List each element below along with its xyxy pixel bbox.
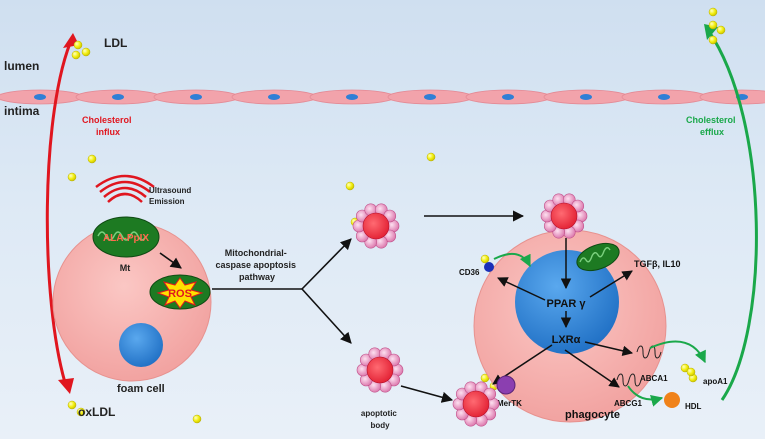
mt-to-ros-arrow	[159, 252, 182, 269]
lipid-particle	[73, 40, 83, 50]
lipid-particle	[686, 367, 696, 377]
influx-arrow-head-bottom	[58, 378, 74, 394]
apoptotic-body-label: apoptotic body	[361, 409, 399, 430]
cholesterol-influx-label: Cholesterol influx	[82, 115, 134, 137]
abca1-transporter	[636, 345, 662, 359]
mertk-receptor	[496, 375, 516, 395]
phagocyte-label: phagocyte	[565, 409, 620, 421]
abca1-efflux-arrow	[649, 340, 706, 364]
abcg1-efflux-arrow	[627, 385, 664, 407]
mt-label: Mt	[120, 263, 131, 273]
intima-label: intima	[4, 104, 40, 118]
endothelial-nucleus	[424, 94, 436, 100]
endothelial-nucleus	[346, 94, 358, 100]
cd36-label: CD36	[459, 268, 480, 277]
lipid-particle	[708, 20, 718, 30]
hdl-particle	[664, 392, 680, 408]
endothelial-nucleus	[268, 94, 280, 100]
endothelial-nucleus	[658, 94, 670, 100]
cd36-receptor	[484, 252, 531, 272]
endothelial-nucleus	[190, 94, 202, 100]
pathway-arrows	[212, 210, 525, 403]
lipid-particle	[67, 400, 77, 410]
signaling-arrows	[492, 238, 634, 388]
lipid-particle	[87, 154, 97, 164]
lxr-label: LXRα	[552, 334, 581, 346]
lipid-particle	[708, 35, 718, 45]
lipid-particle	[680, 363, 690, 373]
cholesterol-efflux-arrow	[706, 29, 758, 401]
hdl-label: HDL	[685, 402, 702, 411]
lipid-particle	[81, 47, 91, 57]
lipid-particle	[67, 172, 77, 182]
apoptotic-core	[462, 390, 490, 418]
lipid-particle	[480, 254, 490, 264]
abcg1-transporter	[616, 373, 642, 387]
apoptotic-core	[550, 202, 578, 230]
lipid-particle	[71, 50, 81, 60]
oxldl-label: oxLDL	[78, 405, 115, 419]
ros-label: ROS	[168, 288, 192, 300]
phagocyte-mitochondria	[576, 242, 620, 272]
pathway-label: Mitochondrial- caspase apoptosis pathway	[215, 248, 298, 282]
foam-cell-label: foam cell	[117, 383, 165, 395]
apoptotic-body	[352, 203, 400, 249]
endothelium-layer	[0, 89, 765, 105]
lipid-particle	[192, 414, 202, 424]
abcg1-label: ABCG1	[614, 399, 643, 408]
endothelial-nucleus	[112, 94, 124, 100]
ultrasound-label: Ultrasound Emission	[149, 186, 193, 206]
endothelial-nucleus	[580, 94, 592, 100]
lipid-particle	[345, 181, 355, 191]
lipid-particle	[76, 407, 86, 417]
lipid-particle	[426, 152, 436, 162]
lumen-label: lumen	[4, 59, 39, 73]
foam-cell-nucleus	[119, 323, 163, 367]
ros-mitochondria: ROS	[149, 274, 211, 310]
apoptotic-body	[540, 193, 588, 239]
lipid-particle	[716, 25, 726, 35]
mitochondria-ala-ppix: ALA-PpIX	[92, 216, 160, 258]
endothelial-cell	[699, 89, 765, 105]
endothelial-nucleus	[34, 94, 46, 100]
apoptotic-body	[356, 347, 404, 393]
apoa1-label: apoA1	[703, 377, 728, 386]
abca1-label: ABCA1	[640, 374, 668, 383]
phagocyte-nucleus	[515, 250, 619, 354]
mertk-label: MerTK	[497, 399, 522, 408]
ala-ppix-label: ALA-PpIX	[103, 233, 149, 244]
cholesterol-efflux-label: Cholesterol efflux	[686, 115, 738, 137]
tgf-il10-label: TGFβ, IL10	[634, 259, 681, 269]
apoptotic-core	[366, 356, 394, 384]
endothelial-nucleus	[502, 94, 514, 100]
lipid-particle	[708, 7, 718, 17]
apoptotic-body	[452, 381, 500, 427]
apoptotic-core	[362, 212, 390, 240]
cholesterol-influx-arrow	[45, 35, 75, 387]
ultrasound-icon	[95, 174, 155, 203]
ldl-label: LDL	[104, 36, 127, 50]
ppar-label: PPAR γ	[547, 298, 587, 310]
